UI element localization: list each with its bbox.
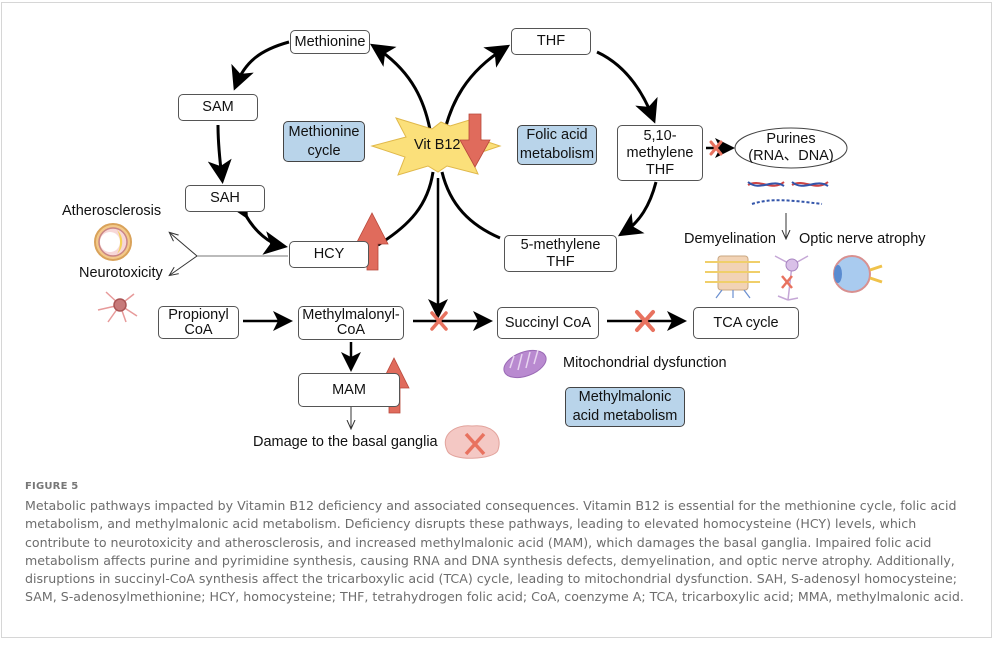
block-x-methylmalonyl (430, 311, 448, 331)
label-folic-acid-metabolism: Folic acid metabolism (517, 125, 597, 165)
outcome-mitochondrial-dysfunction: Mitochondrial dysfunction (563, 355, 727, 371)
label-text-line: metabolism (519, 146, 595, 162)
node-text-line: THF (645, 161, 675, 178)
node-text-line: 5-methylene (520, 236, 601, 253)
eye-icon (833, 255, 883, 293)
node-tca-cycle: TCA cycle (693, 307, 799, 339)
node-text-line: Methylmalonyl- (302, 307, 400, 323)
label-methionine-cycle: Methionine cycle (283, 121, 365, 162)
block-x-purines (709, 140, 723, 156)
node-5-methylene-thf: 5-methylene THF (504, 235, 617, 272)
label-text-line: acid metabolism (572, 408, 678, 424)
node-sah: SAH (185, 185, 265, 212)
node-succinyl-coa: Succinyl CoA (497, 307, 599, 339)
arrow-hcy-to-vitb12 (377, 171, 435, 247)
node-text-line: 5,10- (643, 127, 677, 144)
node-text-line: THF (546, 253, 575, 270)
mitochondria-icon (503, 349, 547, 379)
outcome-atherosclerosis: Atherosclerosis (62, 203, 162, 219)
node-mam: MAM (298, 373, 400, 407)
node-sam: SAM (178, 94, 258, 121)
outcome-optic-nerve-atrophy: Optic nerve atrophy (799, 231, 926, 247)
arrow-hcy-to-neurotoxicity (170, 255, 198, 275)
arrow-methionine-to-sam (231, 40, 290, 91)
node-text-line: CoA (336, 322, 366, 338)
node-text-line: methylene (626, 144, 694, 161)
diagram: Methionine SAM SAH HCY THF 5,10- methyle… (62, 28, 926, 459)
figure-caption: Metabolic pathways impacted by Vitamin B… (25, 498, 964, 605)
block-x-tca (635, 310, 655, 332)
node-methylmalonyl-coa: Methylmalonyl- CoA (298, 306, 404, 340)
purines-ellipse (734, 127, 848, 169)
arrow-methylene5-to-vitb12 (440, 171, 501, 240)
outcome-demyelination: Demyelination (684, 231, 776, 247)
arrow-thf-to-methylene510 (596, 50, 658, 124)
outcome-neurotoxicity: Neurotoxicity (79, 265, 163, 281)
vit-b12-label: Vit B12 (414, 137, 461, 153)
label-text-line: cycle (307, 142, 341, 159)
connector-layer (94, 40, 883, 459)
arrow-sah-hcy (225, 192, 288, 255)
node-propionyl-coa: Propionyl CoA (158, 306, 239, 339)
node-5-10-methylene-thf: 5,10- methylene THF (617, 125, 703, 181)
label-text-line: Methylmalonic (578, 389, 672, 405)
dna-icon (747, 181, 829, 205)
node-text-line: Purines (766, 131, 816, 147)
arrow-methylene510-to-methylene5 (617, 181, 658, 237)
neuron-icon (97, 291, 138, 323)
node-thf: THF (511, 28, 591, 55)
figure-label: FIGURE 5 (25, 481, 79, 492)
outcome-basal-ganglia-damage: Damage to the basal ganglia (253, 434, 438, 450)
label-text-line: Folic acid (526, 127, 588, 143)
brain-icon (444, 425, 500, 459)
arrow-sam-to-sah (207, 124, 232, 184)
artery-icon (94, 223, 132, 261)
label-methylmalonic-acid-metabolism: Methylmalonic acid metabolism (565, 387, 685, 427)
node-text-line: (RNA、DNA) (748, 148, 834, 164)
label-text-line: Methionine (288, 123, 360, 140)
purple-neuron-icon (774, 255, 809, 301)
vit-b12-star (370, 117, 502, 176)
node-purines: Purines (RNA、DNA) (735, 131, 847, 165)
node-text-line: Propionyl (168, 306, 229, 323)
arrow-hcy-to-atherosclerosis (170, 233, 198, 257)
node-text-line: CoA (184, 321, 213, 338)
vit-b12-down-arrow (459, 113, 491, 168)
spinal-cord-icon (705, 255, 760, 299)
node-methionine: Methionine (290, 30, 370, 54)
node-hcy: HCY (289, 241, 369, 268)
